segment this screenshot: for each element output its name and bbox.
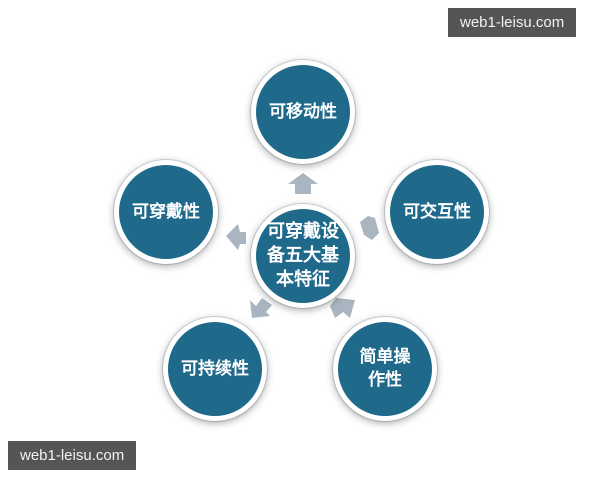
node-simplicity: 简单操作性 xyxy=(333,317,437,421)
watermark-bottom-left: web1-leisu.com xyxy=(8,441,137,470)
arrow-up-icon xyxy=(288,173,318,194)
arrow-left-icon xyxy=(226,224,246,250)
watermark-top-right: web1-leisu.com xyxy=(448,8,577,37)
node-interactivity: 可交互性 xyxy=(385,160,489,264)
node-simplicity-label: 简单操作性 xyxy=(359,347,411,390)
center-node-label: 可穿戴设备五大基本特征 xyxy=(267,220,339,291)
node-wearability: 可穿戴性 xyxy=(114,160,218,264)
node-wearability-label: 可穿戴性 xyxy=(132,201,200,222)
node-interactivity-label: 可交互性 xyxy=(403,201,471,222)
center-node: 可穿戴设备五大基本特征 xyxy=(251,204,355,308)
arrow-down-left-icon xyxy=(250,298,272,318)
node-sustainability: 可持续性 xyxy=(163,317,267,421)
arrow-right-icon xyxy=(360,216,379,240)
node-sustainability-label: 可持续性 xyxy=(181,358,249,379)
node-mobility: 可移动性 xyxy=(251,60,355,164)
arrow-down-right-icon xyxy=(330,298,355,318)
node-mobility-label: 可移动性 xyxy=(269,101,337,122)
